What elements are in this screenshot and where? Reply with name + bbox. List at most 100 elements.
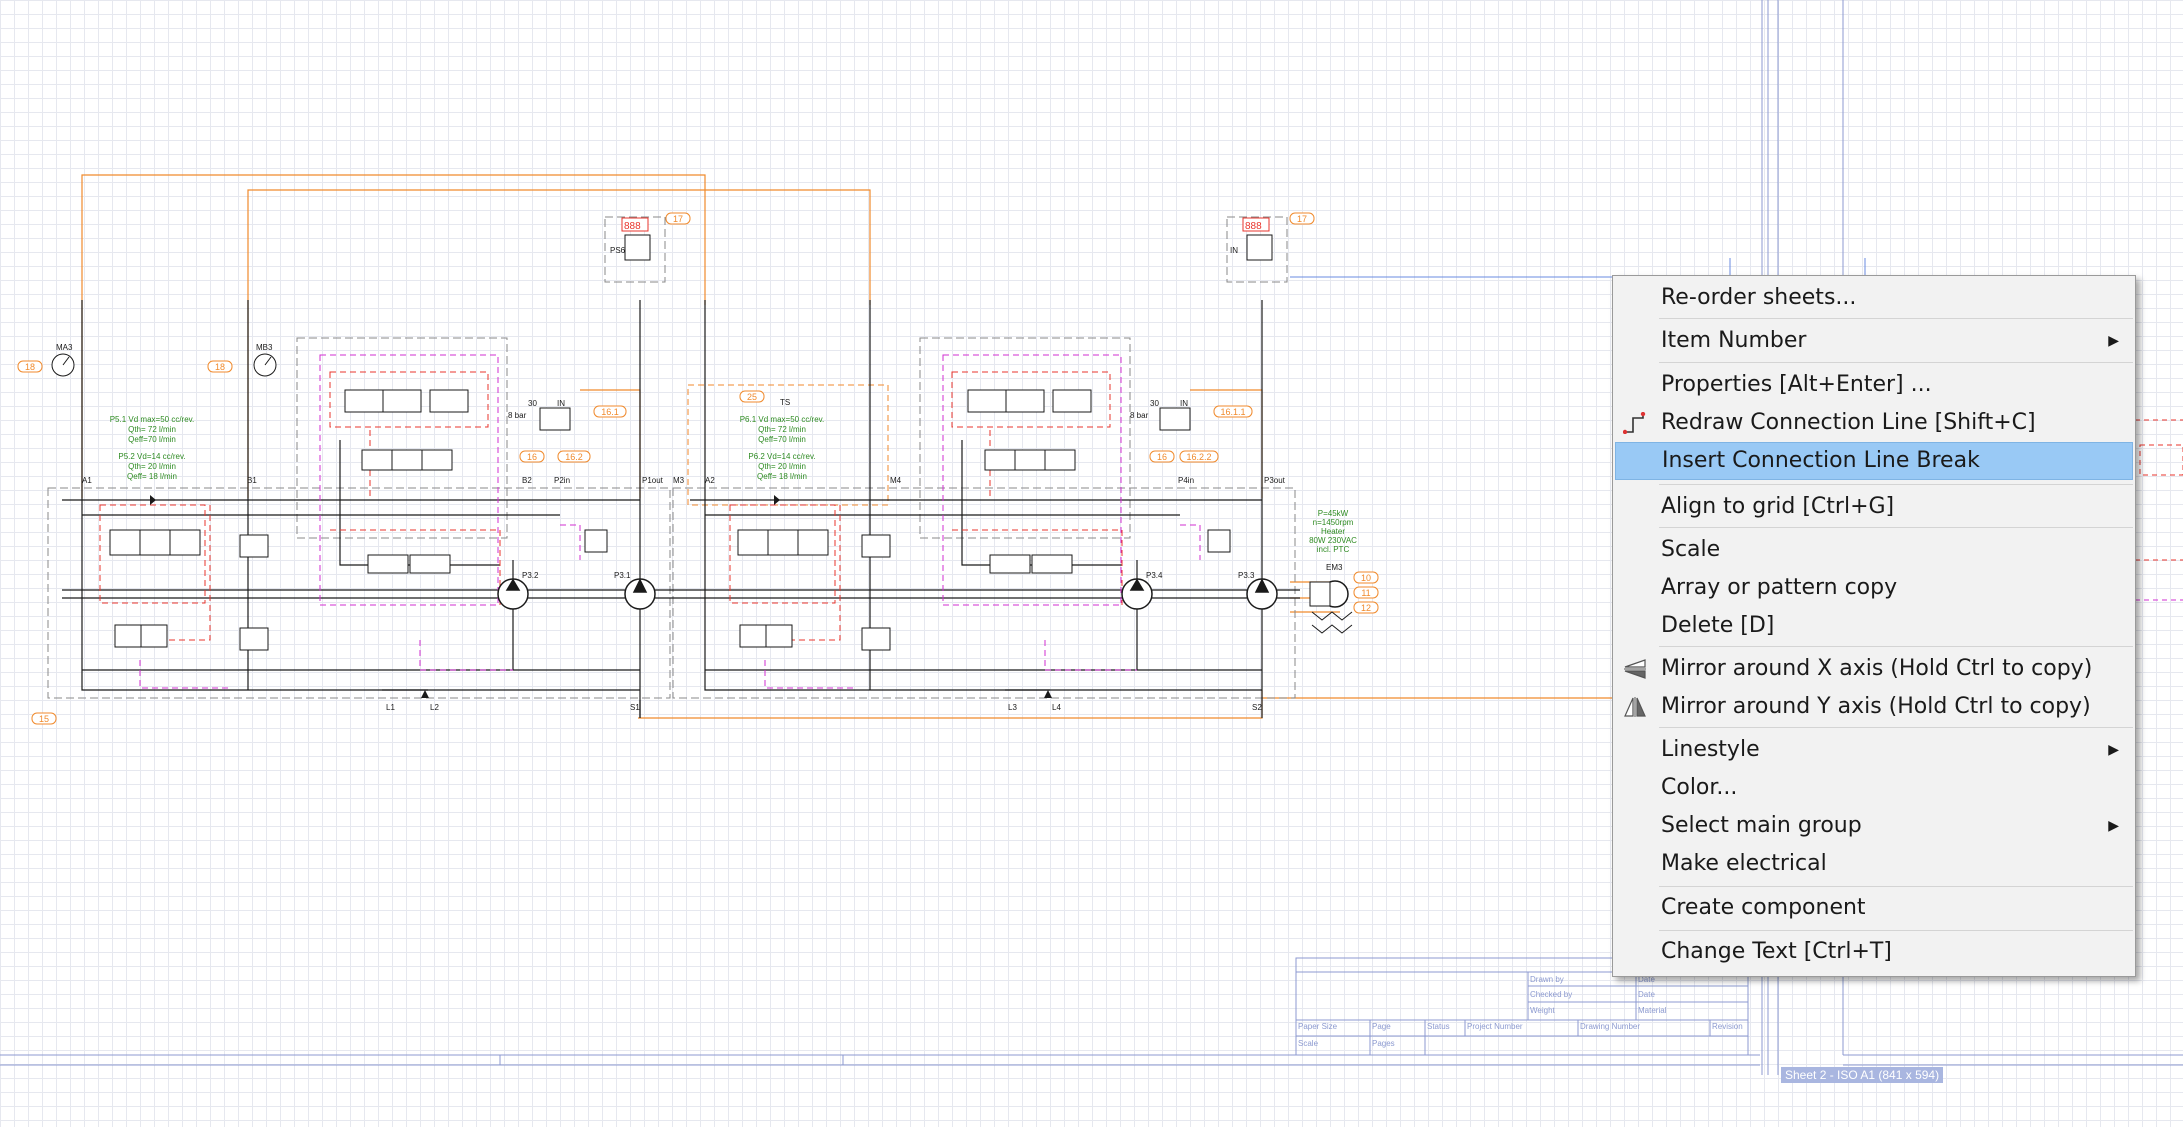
menu-item-label: Mirror around Y axis (Hold Ctrl to copy) (1661, 694, 2091, 719)
tag-8bar-1: 8 bar (508, 411, 527, 420)
pressure-display-2: 888 (1245, 221, 1262, 232)
tag-mb3: MB3 (256, 343, 273, 352)
electric-motor (1309, 581, 1353, 634)
flow-note-mid-1: P6.1 Vd max=50 cc/rev. (740, 415, 825, 424)
menu-item-label: Redraw Connection Line [Shift+C] (1661, 410, 2036, 435)
tb-paper-size: Paper Size (1298, 1022, 1338, 1031)
port-p3out: P3out (1264, 476, 1286, 485)
menu-item-label: Insert Connection Line Break (1662, 448, 1980, 473)
tag-p33: P3.3 (1238, 571, 1255, 580)
menu-separator (1659, 727, 2133, 728)
drain-symbols (150, 495, 1052, 698)
flow-note-mid-2: Qth= 72 l/min (758, 425, 806, 434)
menu-item-scale[interactable]: Scale (1615, 532, 2133, 568)
menu-item-label: Create component (1661, 895, 1866, 920)
menu-item-insert-connection-line-break[interactable]: Insert Connection Line Break (1615, 442, 2133, 480)
menu-item-label: Align to grid [Ctrl+G] (1661, 494, 1895, 519)
pumps (497, 578, 1349, 610)
menu-item-linestyle[interactable]: Linestyle▶ (1615, 732, 2133, 768)
tag-8bar-2: 8 bar (1130, 411, 1149, 420)
menu-item-select-main-group[interactable]: Select main group▶ (1615, 808, 2133, 844)
badge-16-2: 16.2 (565, 452, 583, 462)
flow-note-left-6: Qeff= 18 l/min (127, 472, 177, 481)
tag-in-2: IN (1180, 399, 1188, 408)
badge-10: 10 (1361, 573, 1371, 583)
badge-18a: 18 (25, 362, 35, 372)
menu-separator (1659, 362, 2133, 363)
motor-note-5: incl. PTC (1317, 545, 1350, 554)
blue-connection (1290, 258, 1866, 278)
tb-date-2: Date (1638, 990, 1655, 999)
flow-note-mid-6: Qeff= 18 l/min (757, 472, 807, 481)
port-l4: L4 (1052, 703, 1061, 712)
menu-item-label: Select main group (1661, 813, 1862, 838)
valves (109, 234, 1273, 651)
tb-drawing-number: Drawing Number (1580, 1022, 1640, 1031)
tb-checked-by: Checked by (1530, 990, 1572, 999)
item-badge-labels: 18 18 17 17 16.1 16 16.2 25 16.1.1 16 16… (25, 214, 1371, 724)
menu-separator (1659, 527, 2133, 528)
orange-pipes (81, 174, 1612, 719)
flow-note-left-5: Qth= 20 l/min (128, 462, 176, 471)
port-m4: M4 (890, 476, 902, 485)
menu-item-item-number[interactable]: Item Number▶ (1615, 323, 2133, 359)
badge-12: 12 (1361, 603, 1371, 613)
menu-item-make-electrical[interactable]: Make electrical (1615, 846, 2133, 882)
group-boundaries (47, 216, 1296, 699)
title-block-labels: Drawn by Date Checked by Date Weight Mat… (1298, 975, 1743, 1048)
badge-17a: 17 (673, 214, 683, 224)
menu-item-mirror-x[interactable]: Mirror around X axis (Hold Ctrl to copy) (1615, 651, 2133, 687)
menu-item-redraw-connection-line[interactable]: Redraw Connection Line [Shift+C] (1615, 405, 2133, 441)
flow-note-left-2: Qth= 72 l/min (128, 425, 176, 434)
badge-16-1: 16.1 (601, 407, 619, 417)
motor-note-4: 80W 230VAC (1309, 536, 1357, 545)
sheet-tab-label[interactable]: Sheet 2 - ISO A1 (841 x 594) (1781, 1067, 1944, 1083)
menu-item-label: Item Number (1661, 328, 1807, 353)
port-s2: S2 (1252, 703, 1262, 712)
tb-revision: Revision (1712, 1022, 1743, 1031)
port-p2in: P2in (554, 476, 570, 485)
mirror-y-icon (1624, 697, 1646, 717)
badge-16-1-1: 16.1.1 (1220, 407, 1245, 417)
black-pipes (62, 300, 1300, 718)
submenu-arrow-icon: ▶ (2108, 742, 2119, 758)
menu-item-label: Re-order sheets... (1661, 285, 1857, 310)
tb-date-1: Date (1638, 975, 1655, 984)
magenta-pilot-lines (139, 354, 1201, 689)
motor-note-1: P=45kW (1318, 509, 1349, 518)
port-b2: B2 (522, 476, 532, 485)
tag-ps6-2: IN (1230, 246, 1238, 255)
menu-item-mirror-y[interactable]: Mirror around Y axis (Hold Ctrl to copy) (1615, 689, 2133, 725)
port-m3: M3 (673, 476, 685, 485)
tag-ma3: MA3 (56, 343, 73, 352)
menu-item-label: Properties [Alt+Enter] ... (1661, 372, 1932, 397)
item-badges (17, 212, 1379, 725)
port-a1: A1 (82, 476, 92, 485)
tag-p31: P3.1 (614, 571, 631, 580)
badge-18b: 18 (215, 362, 225, 372)
menu-item-change-text[interactable]: Change Text [Ctrl+T] (1615, 934, 2133, 970)
menu-item-label: Make electrical (1661, 851, 1827, 876)
tb-page: Page (1372, 1022, 1391, 1031)
menu-item-align-to-grid[interactable]: Align to grid [Ctrl+G] (1615, 489, 2133, 525)
right-sheet-fragment (2135, 419, 2183, 561)
menu-separator (1659, 886, 2133, 887)
menu-item-reorder-sheets[interactable]: Re-order sheets... (1615, 280, 2133, 316)
motor-note-3: Heater (1321, 527, 1345, 536)
tag-ts: TS (780, 398, 790, 407)
tb-scale: Scale (1298, 1039, 1319, 1048)
menu-separator (1659, 930, 2133, 931)
menu-item-color[interactable]: Color... (1615, 770, 2133, 806)
port-a2: A2 (705, 476, 715, 485)
menu-item-array-copy[interactable]: Array or pattern copy (1615, 570, 2133, 606)
menu-item-create-component[interactable]: Create component (1615, 890, 2133, 926)
flow-note-left-1: P5.1 Vd max=50 cc/rev. (110, 415, 195, 424)
menu-item-delete[interactable]: Delete [D] (1615, 608, 2133, 644)
port-l1: L1 (386, 703, 395, 712)
menu-item-properties[interactable]: Properties [Alt+Enter] ... (1615, 367, 2133, 403)
badge-11: 11 (1361, 588, 1370, 598)
tb-drawn-by: Drawn by (1530, 975, 1564, 984)
tb-pages: Pages (1372, 1039, 1395, 1048)
badge-15: 15 (39, 714, 49, 724)
